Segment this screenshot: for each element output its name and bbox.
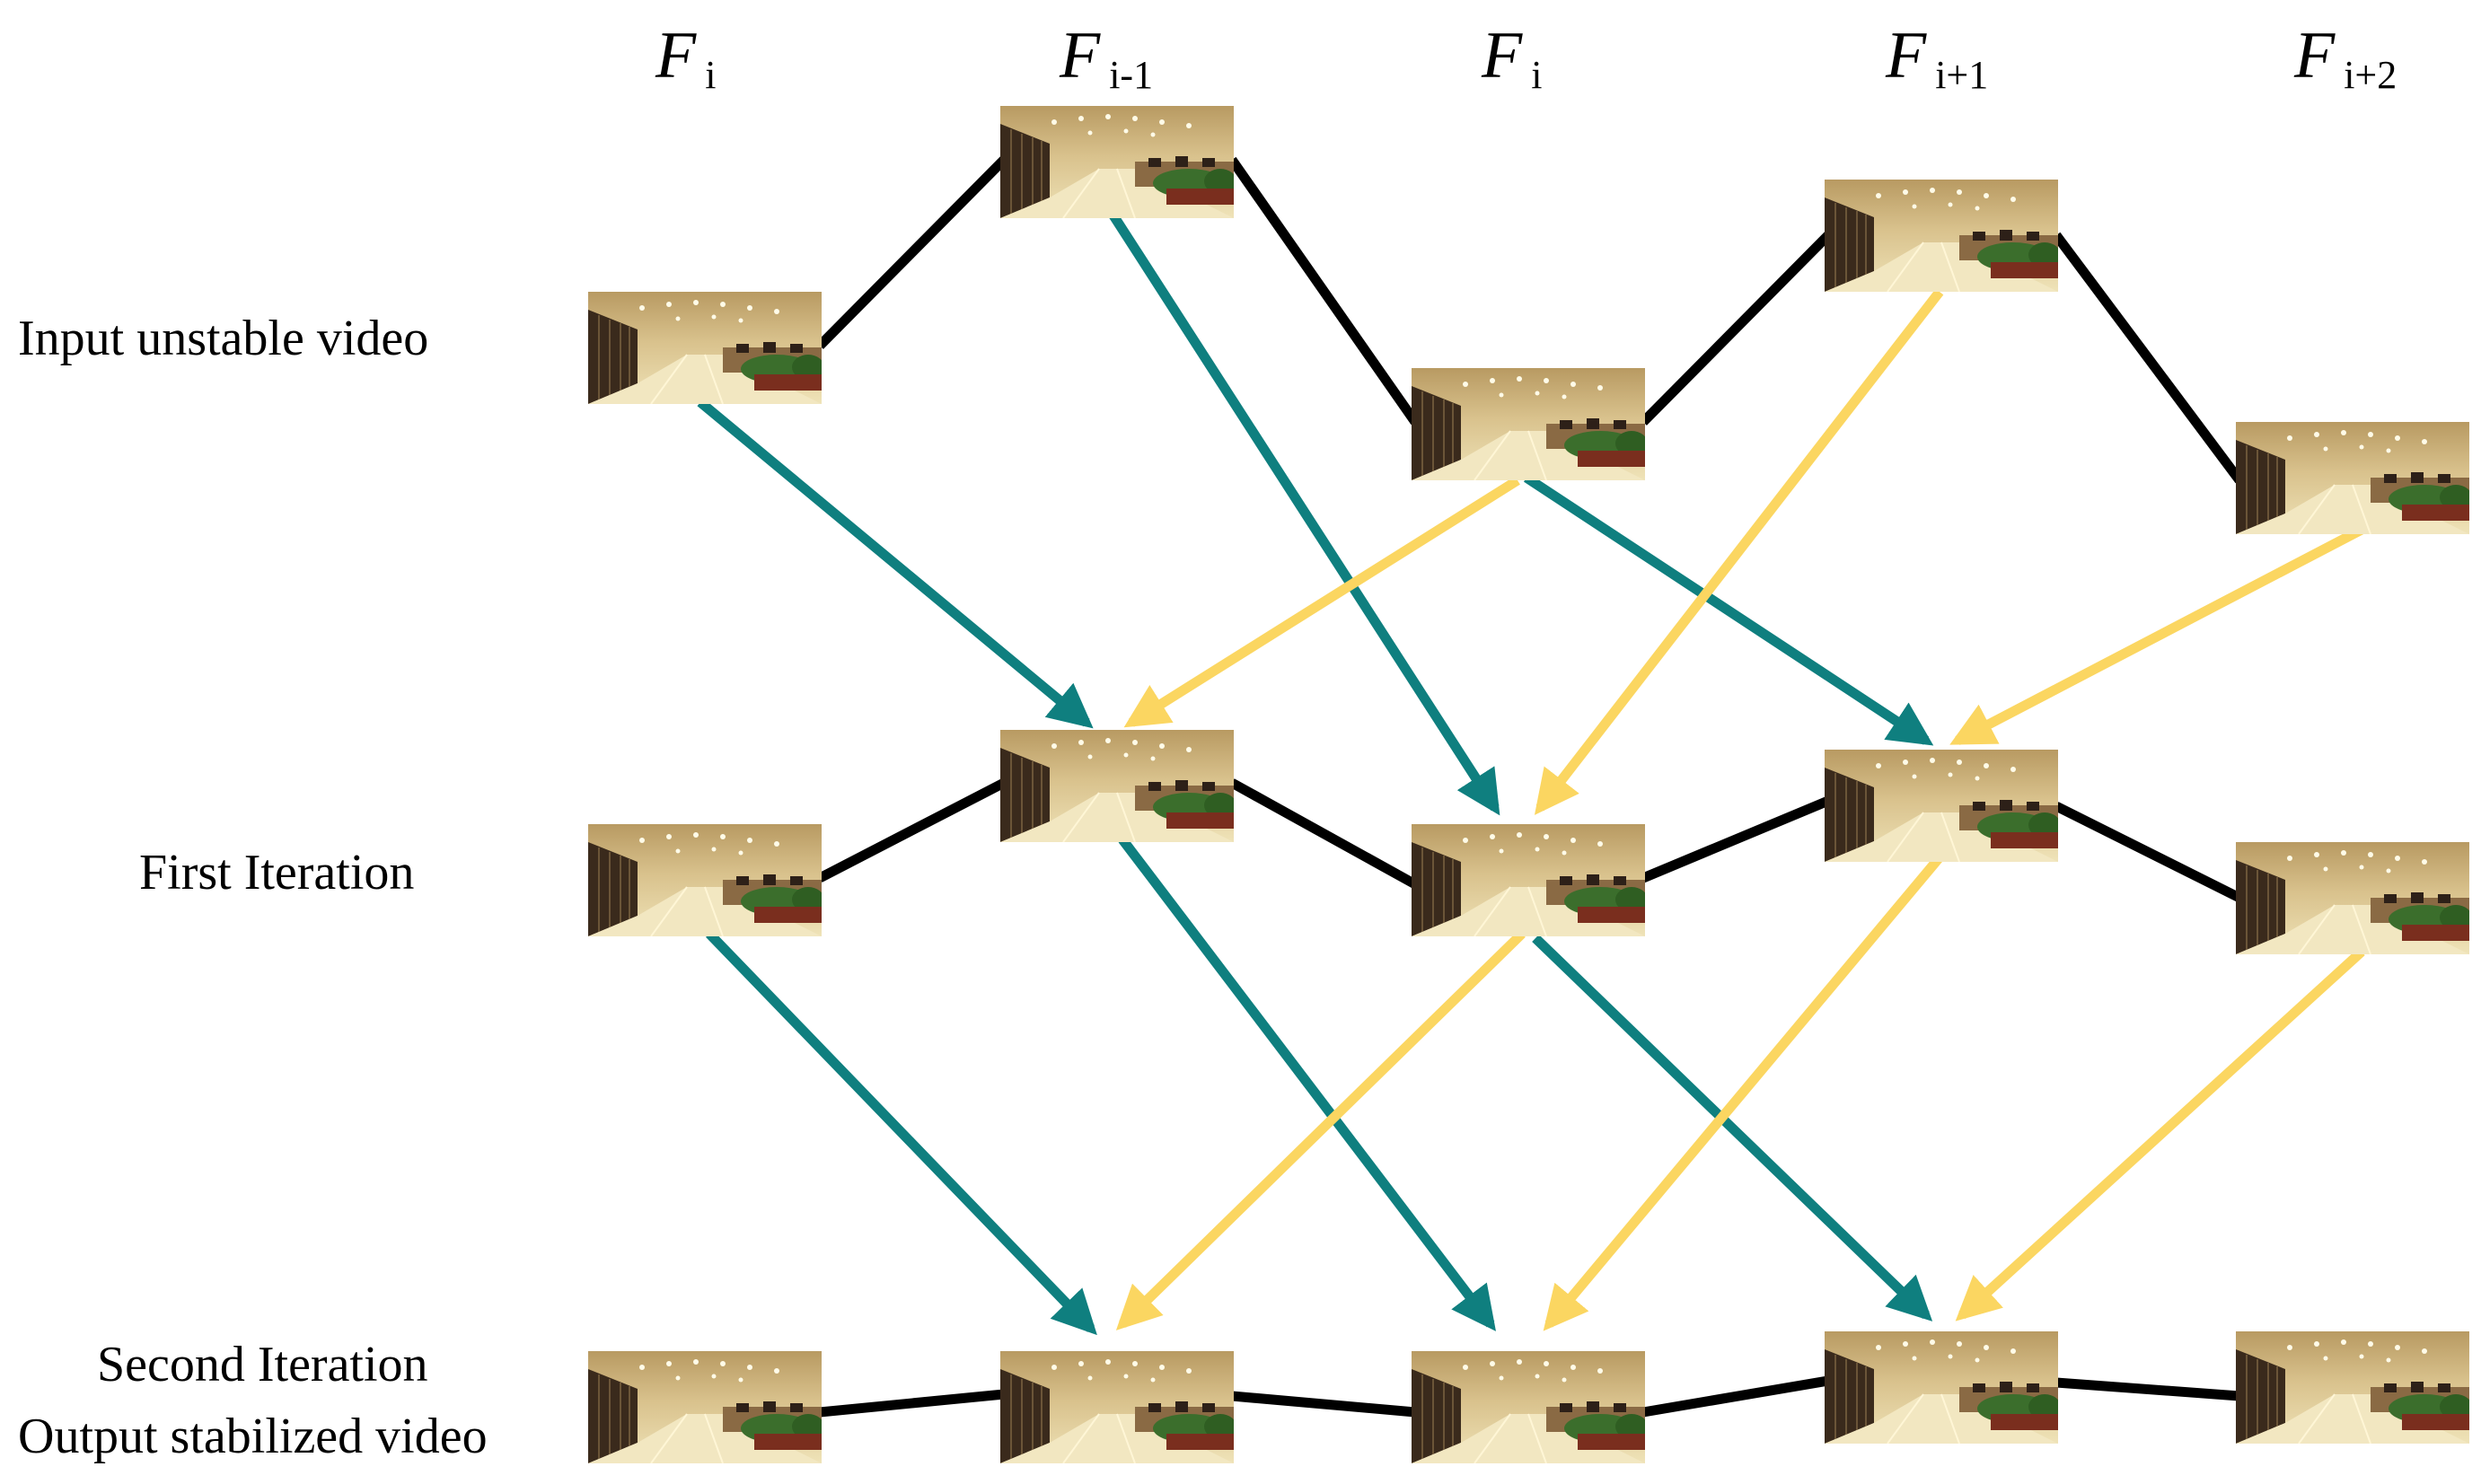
column-symbol: F [1482, 19, 1523, 92]
row-label-second-iteration: Second Iteration [97, 1337, 428, 1392]
frame-thumbnail [588, 824, 822, 936]
frame-thumbnail [588, 1351, 822, 1463]
backward-arrows [1115, 288, 2365, 1331]
column-symbol: F [1060, 19, 1101, 92]
frame-thumbnail [1412, 824, 1645, 936]
frame-thumbnail [2236, 1331, 2469, 1444]
column-subscript: i+2 [2344, 53, 2397, 97]
frame-thumbnail [2236, 422, 2469, 534]
frame-thumbnail [1000, 106, 1234, 218]
frame-thumbnail [588, 292, 822, 404]
row-input-connectors [816, 156, 2244, 484]
column-symbol: F [1886, 19, 1927, 92]
column-symbol: F [655, 19, 697, 92]
frame-thumbnail [1412, 1351, 1645, 1463]
frame-thumbnail [2236, 842, 2469, 954]
frame-thumbnail [1412, 368, 1645, 480]
column-symbol: F [2294, 19, 2336, 92]
frame-thumbnail [1825, 750, 2058, 862]
column-subscript: i-1 [1109, 53, 1154, 97]
frame-thumbnail [1825, 180, 2058, 292]
frame-thumbnail [1825, 1331, 2058, 1444]
row-label-first-iteration: First Iteration [139, 845, 415, 900]
column-subscript: i+1 [1935, 53, 1989, 97]
row-label-output: Output stabilized video [18, 1409, 488, 1464]
column-subscript: i [1531, 53, 1543, 97]
row-second-connectors [819, 1375, 2240, 1418]
frame-thumbnail [1000, 1351, 1234, 1463]
row-label-input: Input unstable video [18, 311, 429, 366]
row-first-connectors [817, 778, 2242, 902]
column-subscript: i [705, 53, 717, 97]
frame-thumbnail [1000, 730, 1234, 842]
forward-arrows [697, 213, 1934, 1336]
